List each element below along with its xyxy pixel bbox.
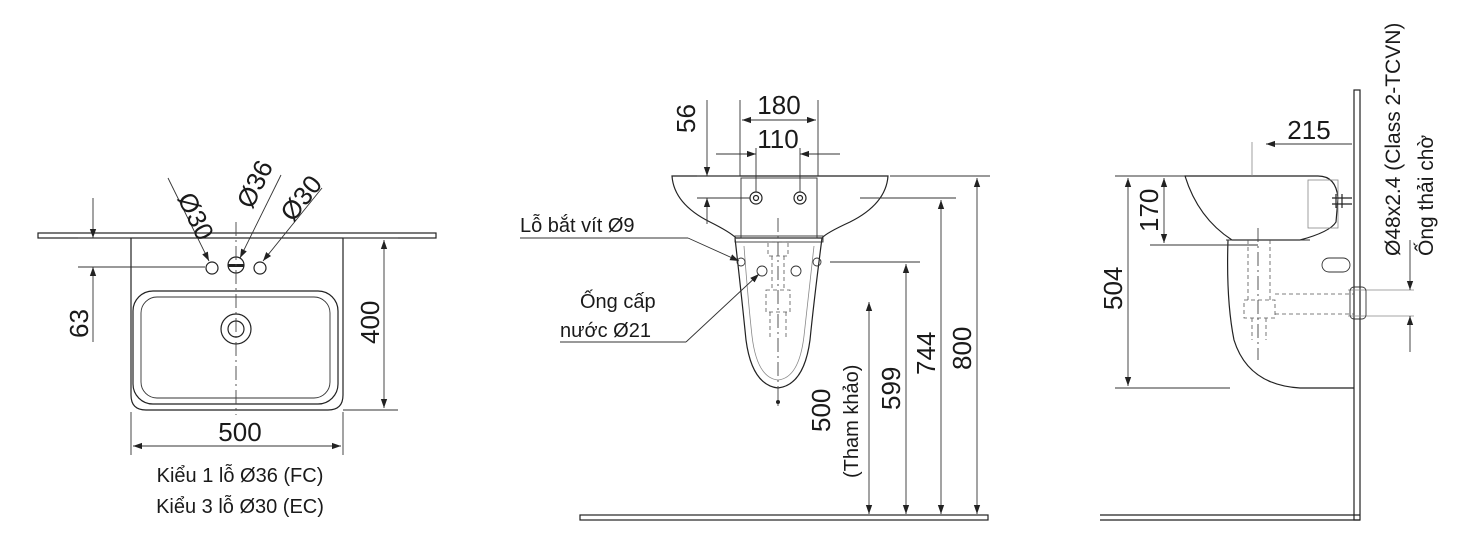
dim-d30-left: Ø30 [172, 187, 221, 244]
pedestal-inner [743, 245, 815, 381]
mount-bolt-right [793, 191, 807, 205]
front-view: 180 110 56 Lỗ bắt vít Ø9 Ống cấp nước Ø2… [520, 90, 990, 521]
floor-line [579, 514, 989, 521]
mount-bolt-left-core [752, 194, 760, 202]
basin-outline [130, 238, 344, 411]
dim-110: 110 [757, 124, 798, 154]
wall-drain-pipe [1348, 289, 1414, 317]
dim-500: 500 [218, 417, 261, 447]
trap-side [1243, 240, 1276, 340]
overflow-slot [1321, 257, 1351, 273]
top-view: Ø30 Ø36 Ø30 63 400 500 Kiểu 1 lỗ Ø36 (FC… [37, 155, 437, 518]
dim-400: 400 [355, 301, 385, 344]
screw-hole-left [736, 257, 746, 267]
dim-500-front: 500 [806, 389, 836, 432]
label-screw-hole: Lỗ bắt vít Ø9 [520, 214, 635, 237]
pedestal [734, 237, 823, 389]
pedestal-top-plate [734, 235, 824, 243]
wall-drain-fitting [1349, 286, 1367, 320]
wall-bolt [1332, 194, 1352, 208]
leader-d30-left [167, 177, 210, 262]
dim-599: 599 [876, 367, 906, 410]
basin-side-profile [1184, 175, 1339, 241]
trap-front [765, 256, 791, 340]
leader-water-pipe-arrow [685, 273, 760, 343]
dim-744: 744 [911, 332, 941, 375]
dim-504: 504 [1098, 267, 1128, 310]
dim-800: 800 [947, 327, 977, 370]
dim-500-note: (Tham khảo) [841, 365, 863, 478]
dim-170: 170 [1134, 189, 1164, 232]
dim-d30-right: Ø30 [274, 169, 328, 226]
counter-top [37, 232, 437, 239]
basin-rim [671, 175, 889, 239]
bracket-plate [740, 177, 818, 239]
bowl-outline [132, 290, 339, 405]
pedestal-bottom-dot [776, 400, 780, 404]
leader-d30-right [262, 187, 323, 262]
label-drain-spec: Ø48x2.4 (Class 2-TCVN) [1382, 23, 1405, 256]
dim-63: 63 [64, 309, 94, 338]
supply-right [790, 265, 802, 277]
mount-bolt-right-core [796, 194, 804, 202]
label-drain-pipe: Ống thải chờ [1414, 135, 1438, 256]
dim-180: 180 [757, 90, 800, 120]
label-water-pipe-1: Ống cấp [580, 289, 656, 313]
dim-d36: Ø36 [230, 155, 279, 212]
caption-line-1: Kiểu 1 lỗ Ø36 (FC) [157, 464, 324, 487]
tap-hole-right [253, 261, 267, 275]
supply-left [756, 265, 768, 277]
pedestal-side-profile [1227, 239, 1354, 389]
bowl-inner [140, 296, 331, 399]
label-water-pipe-2: nước Ø21 [560, 320, 651, 342]
dim-215: 215 [1287, 115, 1330, 145]
drain-pipe-side [1275, 293, 1354, 315]
tap-hole-left [205, 261, 219, 275]
screw-hole-right [812, 257, 822, 267]
side-view: 215 170 504 Ø48x2.4 (Class 2-TCVN) Ống t… [1098, 23, 1438, 521]
leader-screw-hole-arrow [687, 237, 740, 262]
mount-bolt-left [749, 191, 763, 205]
dim-56: 56 [671, 104, 701, 133]
wall [1353, 89, 1361, 521]
caption-line-2: Kiểu 3 lỗ Ø30 (EC) [156, 495, 324, 518]
leader-d36 [239, 174, 282, 259]
